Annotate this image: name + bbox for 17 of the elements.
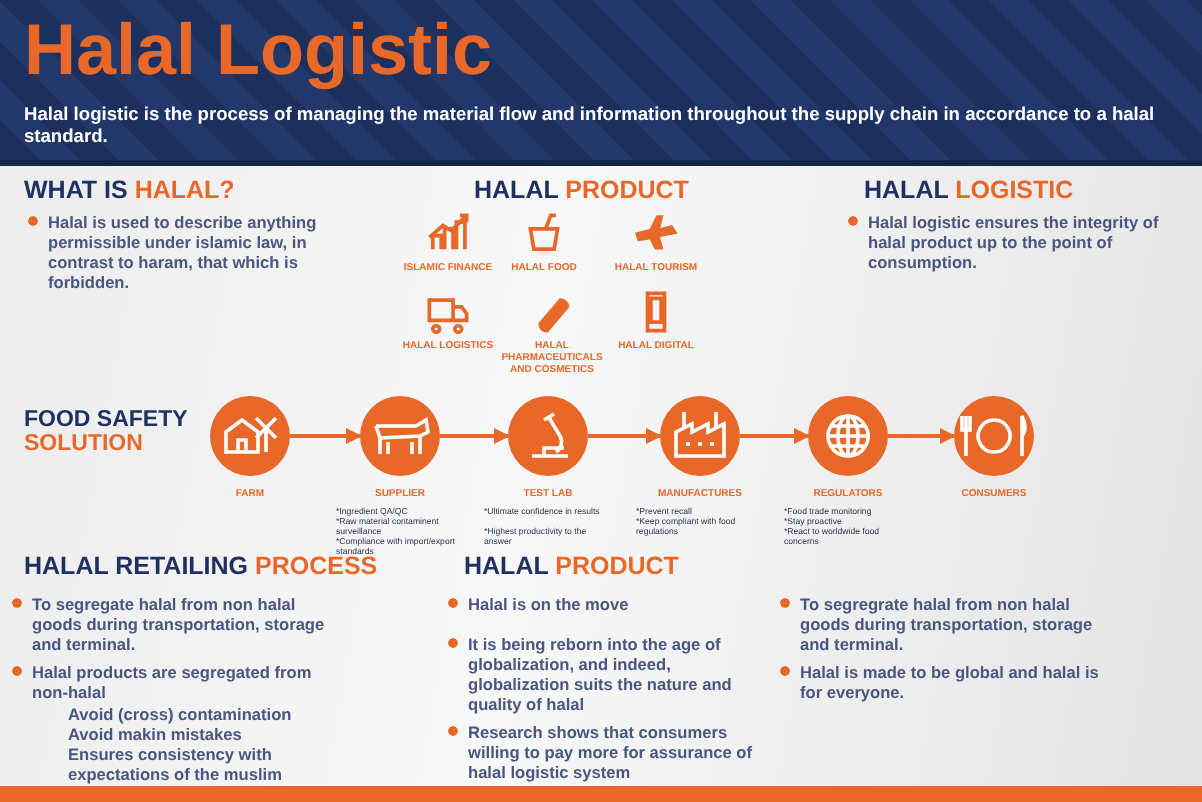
section-heading: HALAL PRODUCT xyxy=(474,176,689,204)
arrow xyxy=(740,428,810,444)
section-heading: HALAL RETAILING PROCESS xyxy=(24,552,378,580)
arrow xyxy=(588,428,662,444)
bullet-text: Halal is made to be global and halal is for everyone. xyxy=(780,662,1100,702)
arrow xyxy=(440,428,510,444)
list-item: Avoid (cross) contamination xyxy=(68,704,294,724)
list-item: Avoid makin mistakes xyxy=(68,724,244,744)
section-heading: HALAL LOGISTIC xyxy=(864,176,1074,204)
subtitle: Halal logistic is the process of managing the material flow and information throughout the supply chain in accordance to a halal standard. xyxy=(24,104,1157,148)
list-item: Ensures consistency with expectations of the muslim xyxy=(68,744,284,784)
title: Halal Logistic xyxy=(24,8,493,92)
arrow xyxy=(888,428,956,444)
section-heading: HALAL PRODUCT xyxy=(464,552,679,580)
section-heading: FOOD SAFETY SOLUTION xyxy=(24,408,190,456)
arrow xyxy=(290,428,362,444)
section-heading: WHAT IS HALAL? xyxy=(24,176,235,204)
